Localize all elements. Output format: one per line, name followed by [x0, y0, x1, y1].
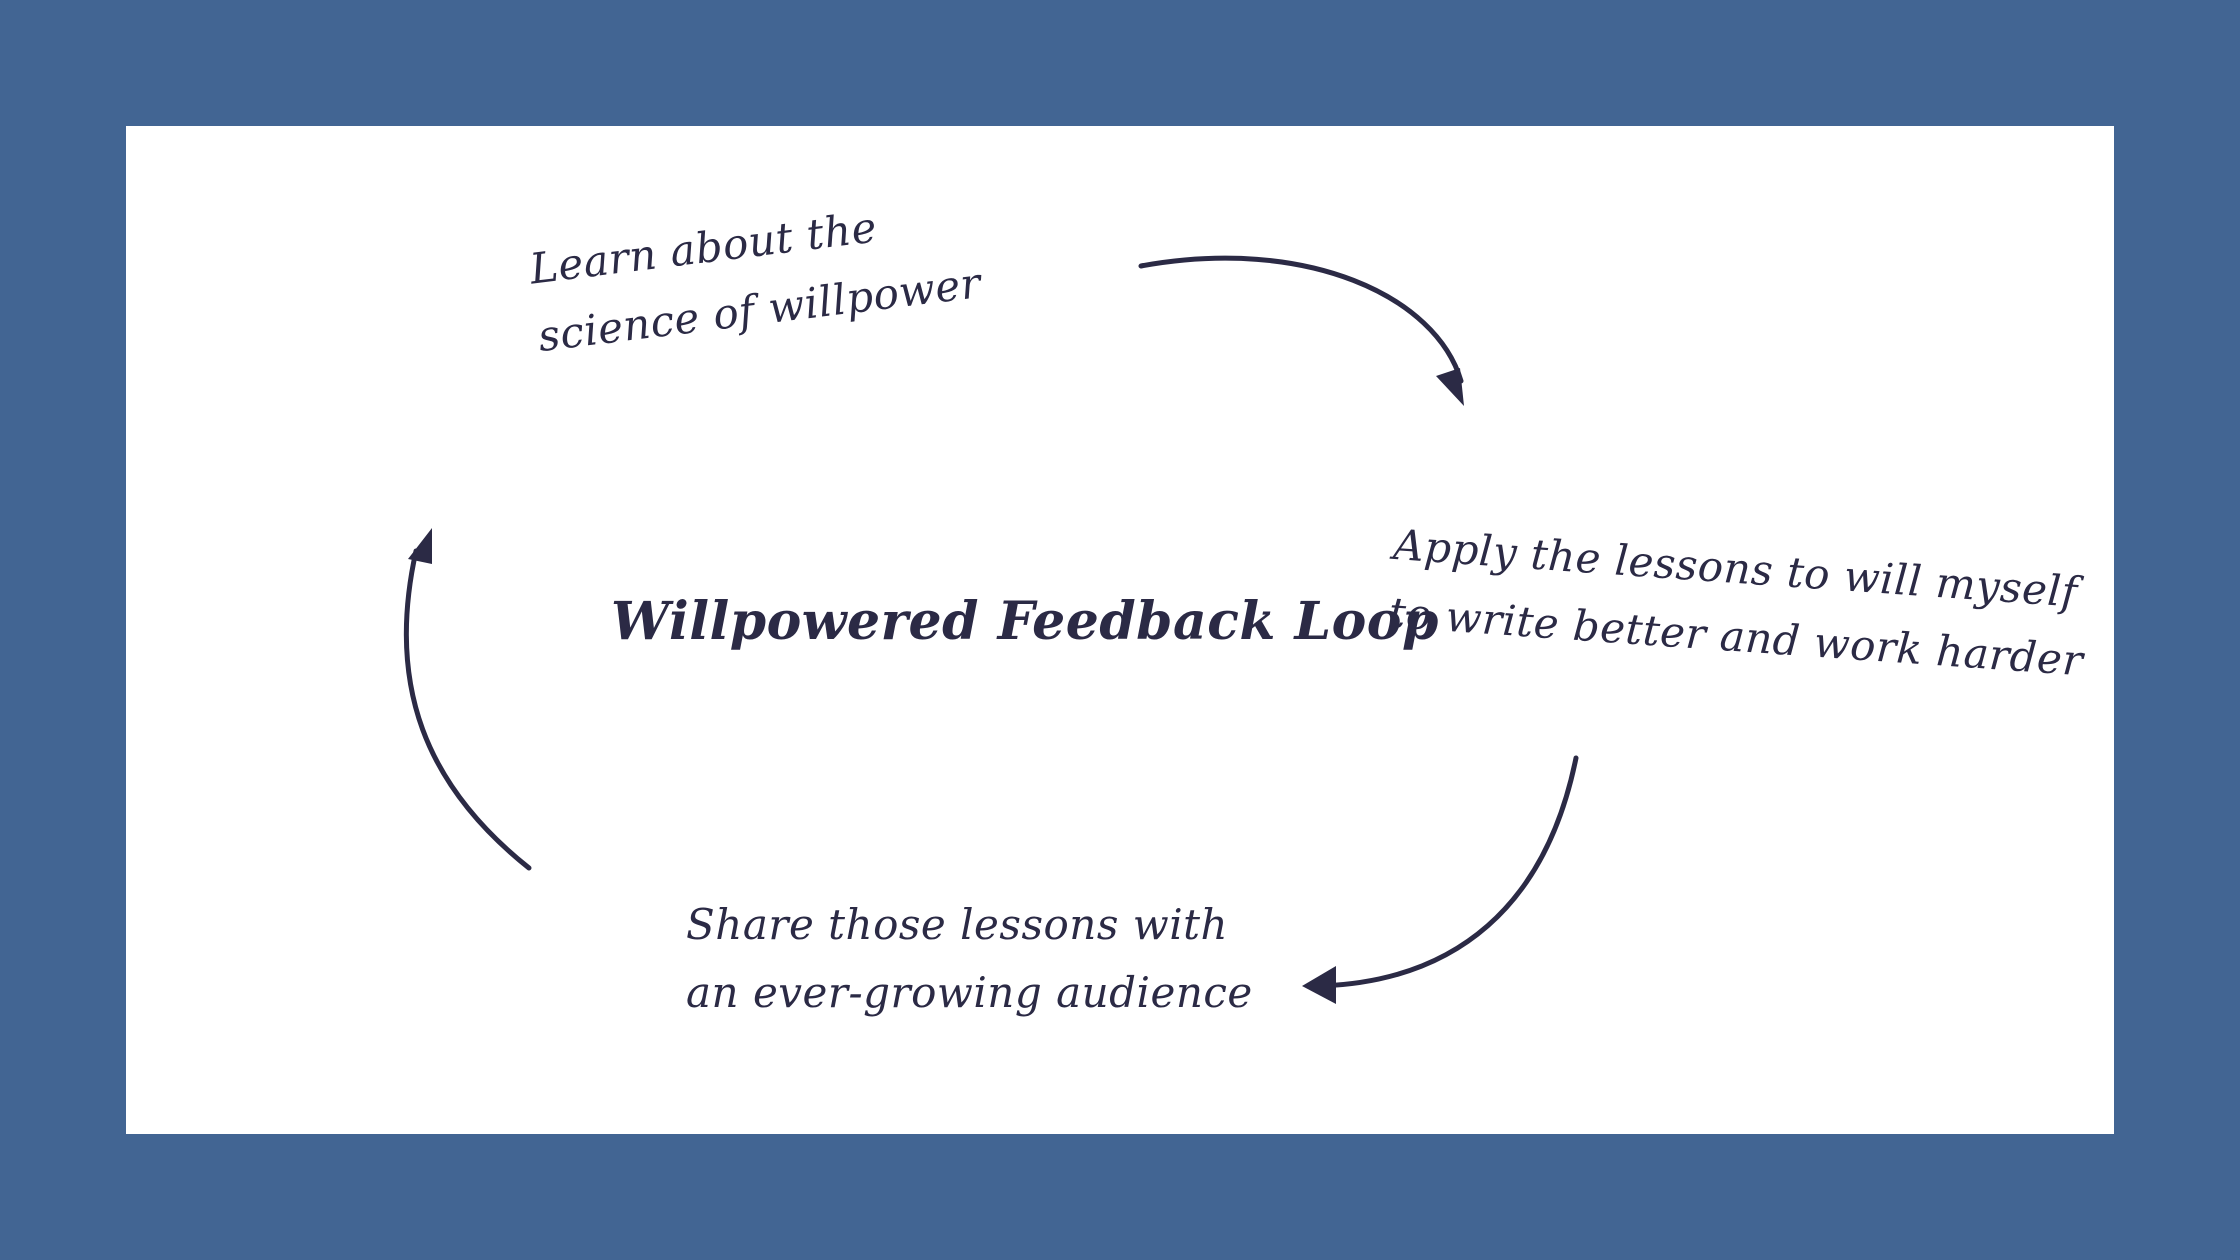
diagram-title: Willpowered Feedback Loop	[611, 591, 1439, 652]
loop-arrows	[403, 255, 1579, 1004]
arrow-learn-to-apply	[1138, 255, 1464, 384]
arrowhead-learn	[408, 528, 432, 564]
arrow-apply-to-share	[1318, 755, 1579, 989]
arrowhead-share	[1302, 966, 1336, 1004]
step-line: an ever-growing audience	[686, 968, 1253, 1017]
arrowhead-apply	[1436, 368, 1464, 406]
step-line: Share those lessons with	[686, 900, 1229, 949]
step-share-lessons: Share those lessons with an ever-growing…	[686, 891, 1253, 1027]
arrow-share-to-learn	[403, 548, 532, 871]
diagram-card: Learn about the science of willpower App…	[126, 126, 2114, 1134]
